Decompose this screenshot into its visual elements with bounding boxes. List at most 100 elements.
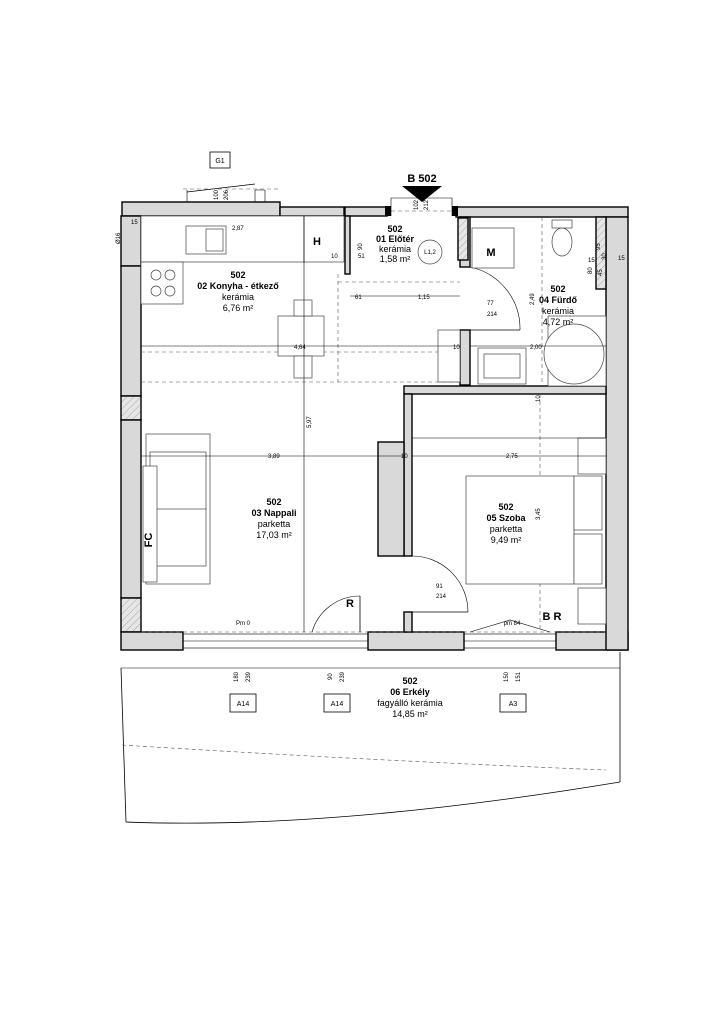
dim-249: 2,49 [530, 293, 536, 305]
balcony-dash [121, 744, 607, 771]
wall-left-hatch-1 [120, 395, 142, 421]
erkely-area: 14,85 m² [392, 709, 428, 719]
dim-51: 51 [358, 254, 365, 260]
bed-pillow-2 [573, 533, 603, 585]
bed [465, 475, 575, 585]
dim-77: 77 [487, 301, 494, 307]
tag-a14-left-box [229, 693, 257, 713]
dim-206: 206 [224, 189, 230, 200]
wall-left-hatch-2 [120, 597, 142, 633]
entrance-marker-label: B 502 [407, 173, 436, 185]
kitchen-sink-bowl [205, 228, 224, 252]
szoba-num: 502 [498, 502, 513, 512]
erkely-floor: fagyálló kerámia [377, 698, 443, 708]
tag-a14-left: A14 [237, 701, 250, 708]
dim-150: 150 [504, 671, 510, 682]
eloter-floor: kerámia [379, 244, 411, 254]
dim-10c: 10 [536, 395, 542, 402]
level-pm0: Pm 0 [236, 621, 251, 627]
szoba-area: 9,49 m² [491, 535, 522, 545]
wall-top-left [121, 201, 281, 217]
dim-287: 2,87 [232, 226, 244, 232]
dim-151: 151 [516, 671, 522, 682]
dim-30: 30 [602, 253, 608, 260]
dim-464: 4,64 [294, 345, 306, 351]
dim-345: 3,45 [536, 508, 542, 520]
dim-180: 180 [234, 671, 240, 682]
room-window-sash [469, 619, 551, 633]
furdo-num: 502 [550, 284, 565, 294]
stove-burner-3 [150, 285, 162, 297]
tag-a3-box [499, 693, 527, 713]
nappali-name: 03 Nappali [251, 508, 296, 518]
entrance-marker-arrow [402, 186, 442, 202]
living-door-arc [311, 595, 361, 633]
konyha-num: 502 [230, 270, 245, 280]
konyha-floor: kerámia [222, 292, 254, 302]
label-br: B R [543, 611, 562, 623]
furdo-area: 4,72 m² [543, 317, 574, 327]
eloter-name: 01 Előtér [376, 234, 415, 244]
label-h: H [313, 236, 321, 248]
toilet-tank [551, 219, 573, 229]
nappali-floor: parketta [258, 519, 291, 529]
erkely-name: 06 Erkély [390, 687, 430, 697]
dim-100: 100 [214, 189, 220, 200]
wall-room-left [403, 393, 413, 557]
dining-chair-top [293, 299, 313, 317]
bath-sink-bowl [483, 353, 521, 379]
symbol-labels: H M R B R FC L1,2 Pm 0 pm 84 [143, 236, 562, 627]
dim-10d: 10 [401, 454, 408, 460]
dim-10b: 10 [453, 345, 460, 351]
dim-102: 102 [414, 199, 420, 210]
stove-burner-1 [150, 269, 162, 281]
wall-right-shaft [595, 216, 607, 290]
dim-214b: 214 [436, 594, 447, 600]
wardrobe [377, 441, 405, 557]
wall-left-2 [120, 265, 142, 397]
dim-90: 90 [358, 243, 364, 250]
shower-arc [543, 323, 605, 385]
nappali-num: 502 [266, 497, 281, 507]
balcony-curve [125, 781, 621, 824]
wall-top-mid [279, 206, 345, 217]
walls [120, 201, 629, 651]
label-r: R [346, 598, 354, 610]
dim-200: 2,00 [530, 345, 542, 351]
dim-389: 3,89 [268, 454, 280, 460]
bed-pillow-1 [573, 475, 603, 531]
tag-a14-mid: A14 [331, 701, 344, 708]
dim-90b: 90 [328, 673, 334, 680]
dim-45: 45 [598, 269, 604, 276]
wall-top-bath [455, 206, 629, 218]
dim-15a: 15 [618, 256, 625, 262]
top-window-sash [186, 183, 256, 193]
eloter-area: 1,58 m² [380, 254, 411, 264]
tag-g1-box [209, 151, 231, 169]
tag-a3: A3 [509, 701, 518, 708]
room-door-arc [411, 555, 469, 613]
furniture [120, 215, 621, 824]
furdo-floor: kerámia [542, 306, 574, 316]
furdo-name: 04 Fürdő [539, 295, 578, 305]
room-labels: 502 01 Előtér kerámia 1,58 m² 502 02 Kon… [197, 224, 577, 719]
dim-239b: 239 [340, 671, 346, 682]
stove-burner-4 [164, 285, 176, 297]
sofa-back [142, 465, 158, 583]
dim-212: 212 [424, 199, 430, 210]
szoba-floor: parketta [490, 524, 523, 534]
wall-room-left-low [403, 611, 413, 633]
entrance-jamb-right [452, 206, 458, 216]
konyha-area: 6,76 m² [223, 303, 254, 313]
wall-hall-left [344, 215, 351, 275]
nightstand-bottom [577, 587, 607, 625]
dimensions: 100 206 102 212 2,87 10 51 90 61 1,15 77… [116, 189, 625, 682]
szoba-name: 05 Szoba [486, 513, 526, 523]
dim-597: 5,97 [307, 416, 313, 428]
dim-61: 61 [355, 295, 362, 301]
top-window-frame [186, 189, 266, 202]
dim-115: 1,15 [418, 295, 430, 301]
dim-80: 80 [588, 267, 594, 274]
entrance-jamb-left [385, 206, 391, 216]
